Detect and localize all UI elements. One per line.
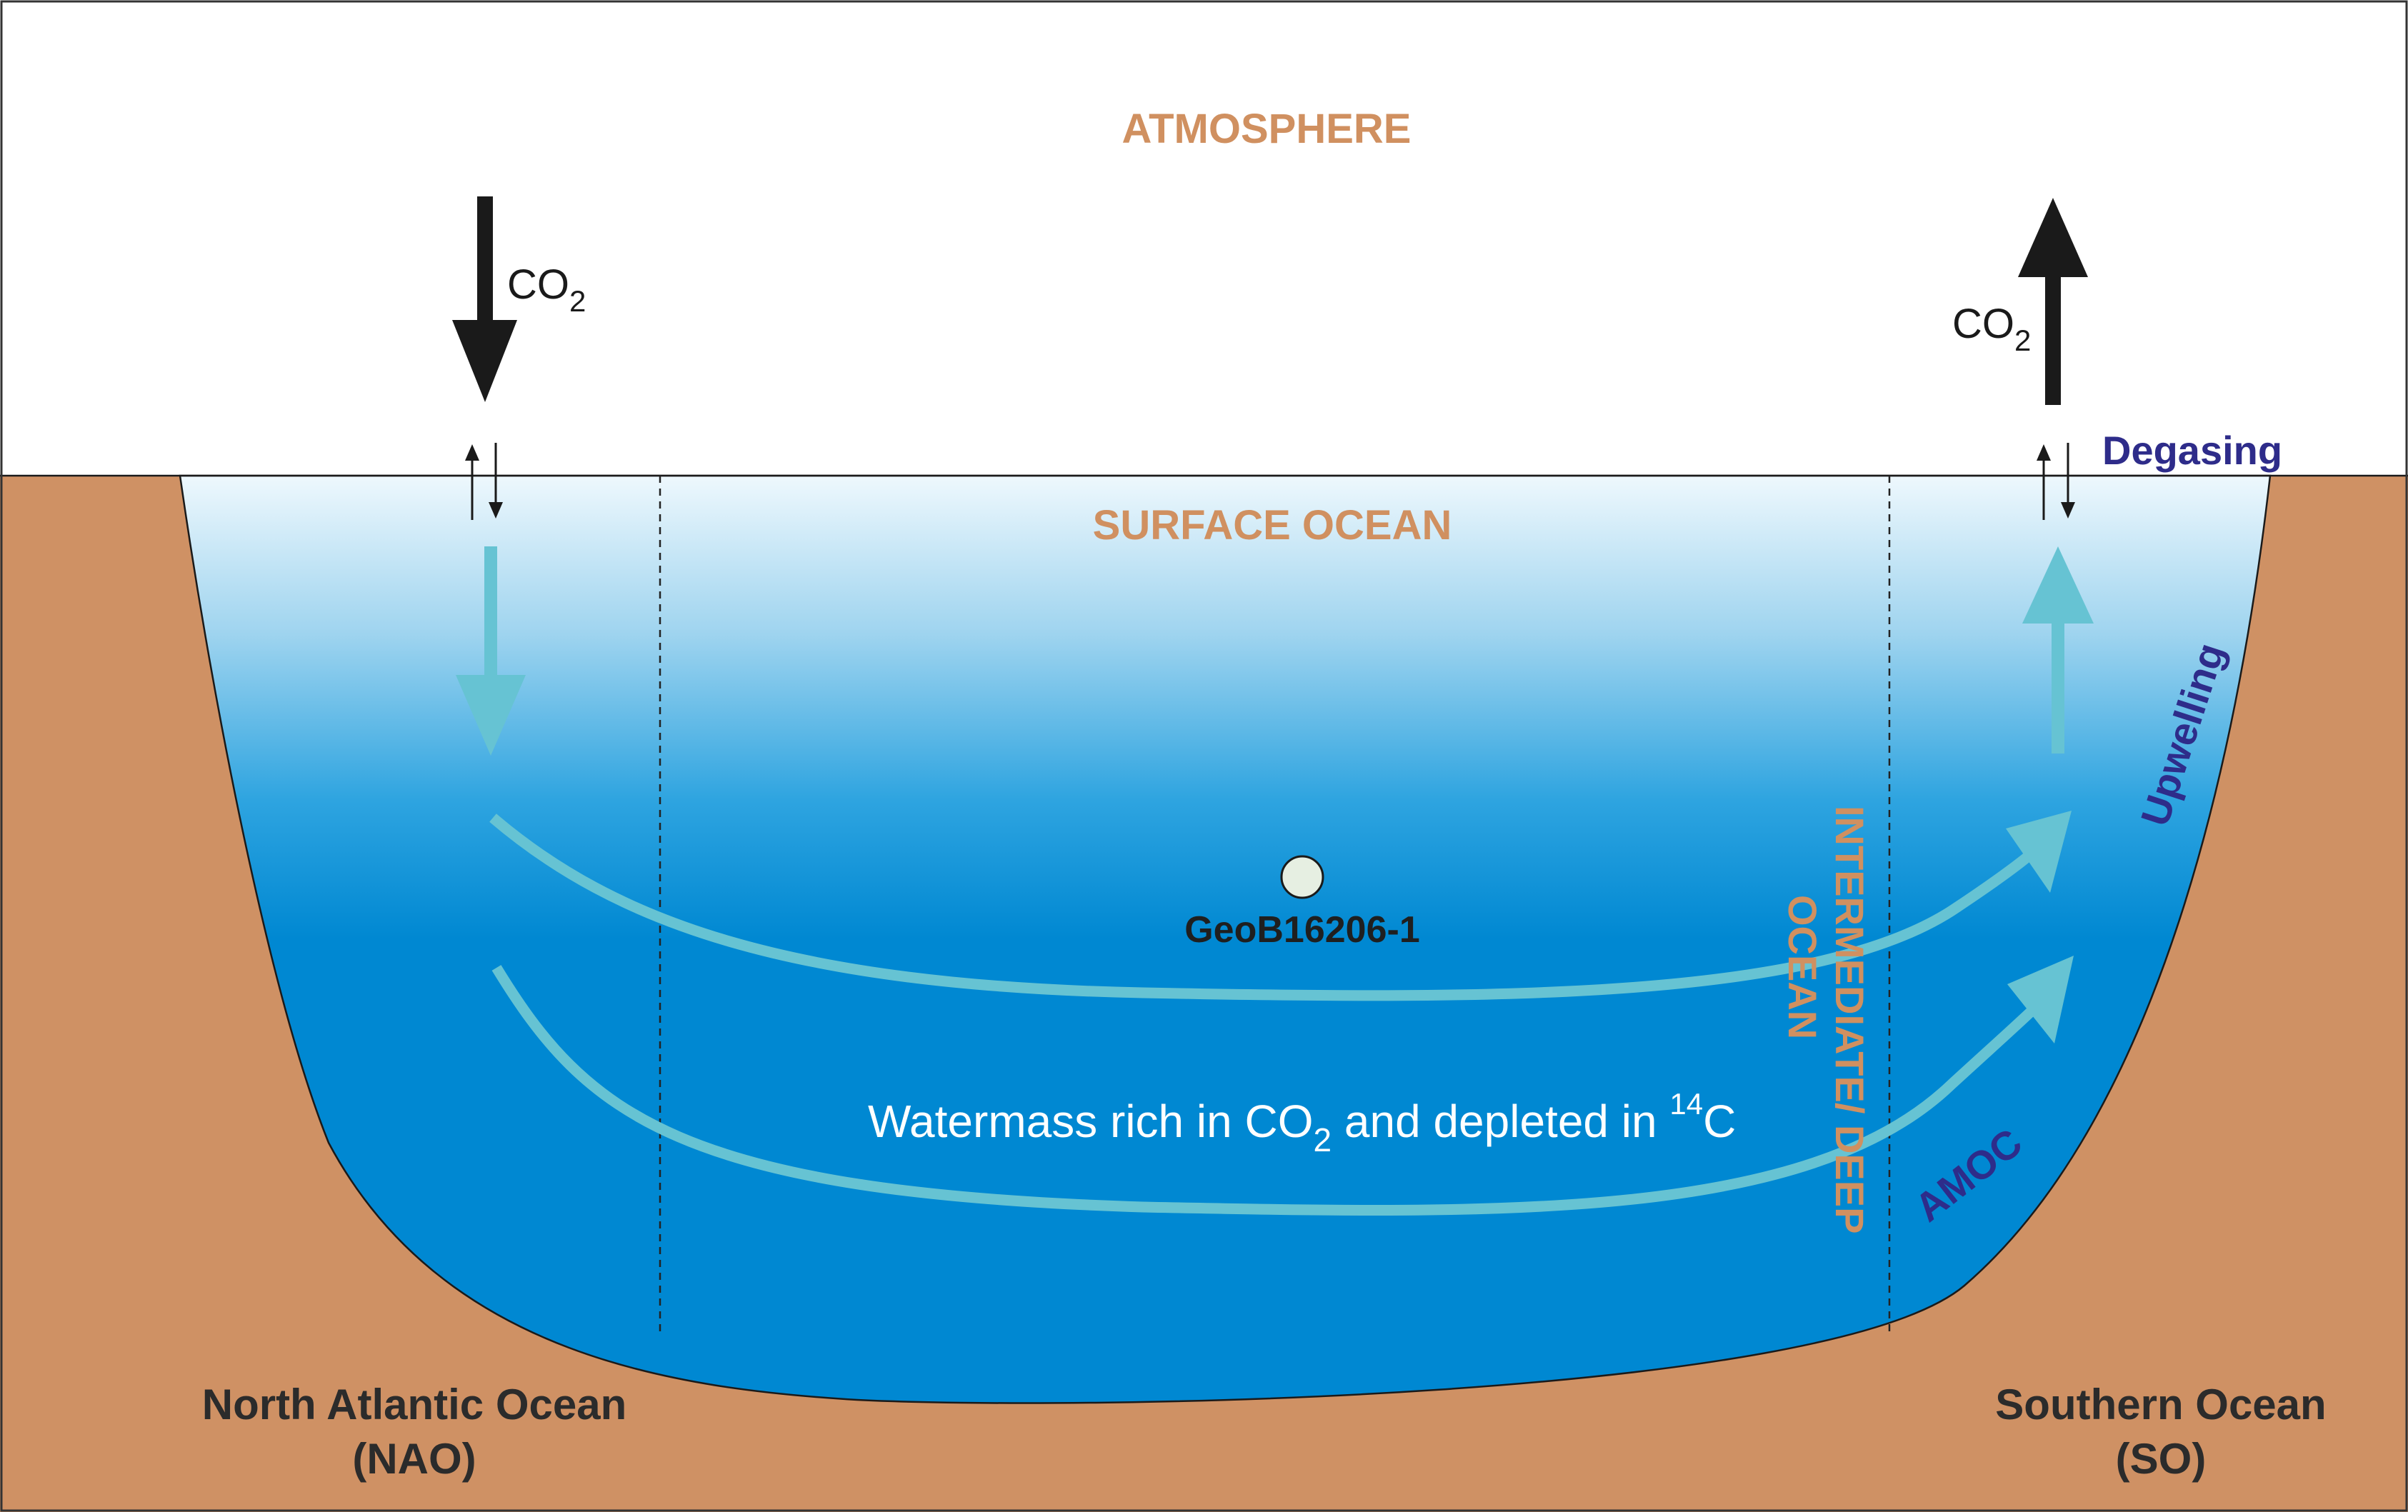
- atmosphere-area: [0, 0, 2408, 476]
- nao-label: North Atlantic Ocean: [202, 1381, 627, 1428]
- so-abbrev-label: (SO): [2116, 1435, 2207, 1483]
- exchange-arrows-right: [2037, 443, 2075, 520]
- surface-ocean-label: SURFACE OCEAN: [1093, 502, 1452, 549]
- downwelling-arrow: [456, 546, 526, 756]
- svg-text:OCEAN: OCEAN: [1780, 895, 1825, 1039]
- watermass-label: Watermass rich in CO2 and depleted in 14…: [868, 1087, 1736, 1158]
- co2-release-arrow: [2018, 198, 2088, 405]
- so-label: Southern Ocean: [1995, 1381, 2326, 1428]
- core-site-label: GeoB16206-1: [1184, 909, 1420, 951]
- core-site-marker: [1280, 855, 1324, 899]
- svg-text:INTERMEDIATE/ DEEP: INTERMEDIATE/ DEEP: [1827, 806, 1872, 1233]
- upwelling-arrow: [2022, 546, 2094, 754]
- co2-release-label: CO2: [1952, 301, 2031, 357]
- ocean-basin: [179, 474, 2272, 1404]
- exchange-arrows-left: [465, 443, 503, 520]
- lower-flow-arrow: [491, 956, 2074, 1216]
- intermediate-deep-ocean-label: INTERMEDIATE/ DEEP OCEAN: [1780, 806, 1872, 1233]
- co2-uptake-arrow: [452, 196, 517, 402]
- co2-uptake-label: CO2: [507, 261, 586, 318]
- upper-flow-arrow: [489, 811, 2072, 1001]
- atmosphere-label: ATMOSPHERE: [1122, 106, 1412, 152]
- degasing-label: Degasing: [2102, 428, 2282, 473]
- nao-abbrev-label: (NAO): [352, 1435, 476, 1483]
